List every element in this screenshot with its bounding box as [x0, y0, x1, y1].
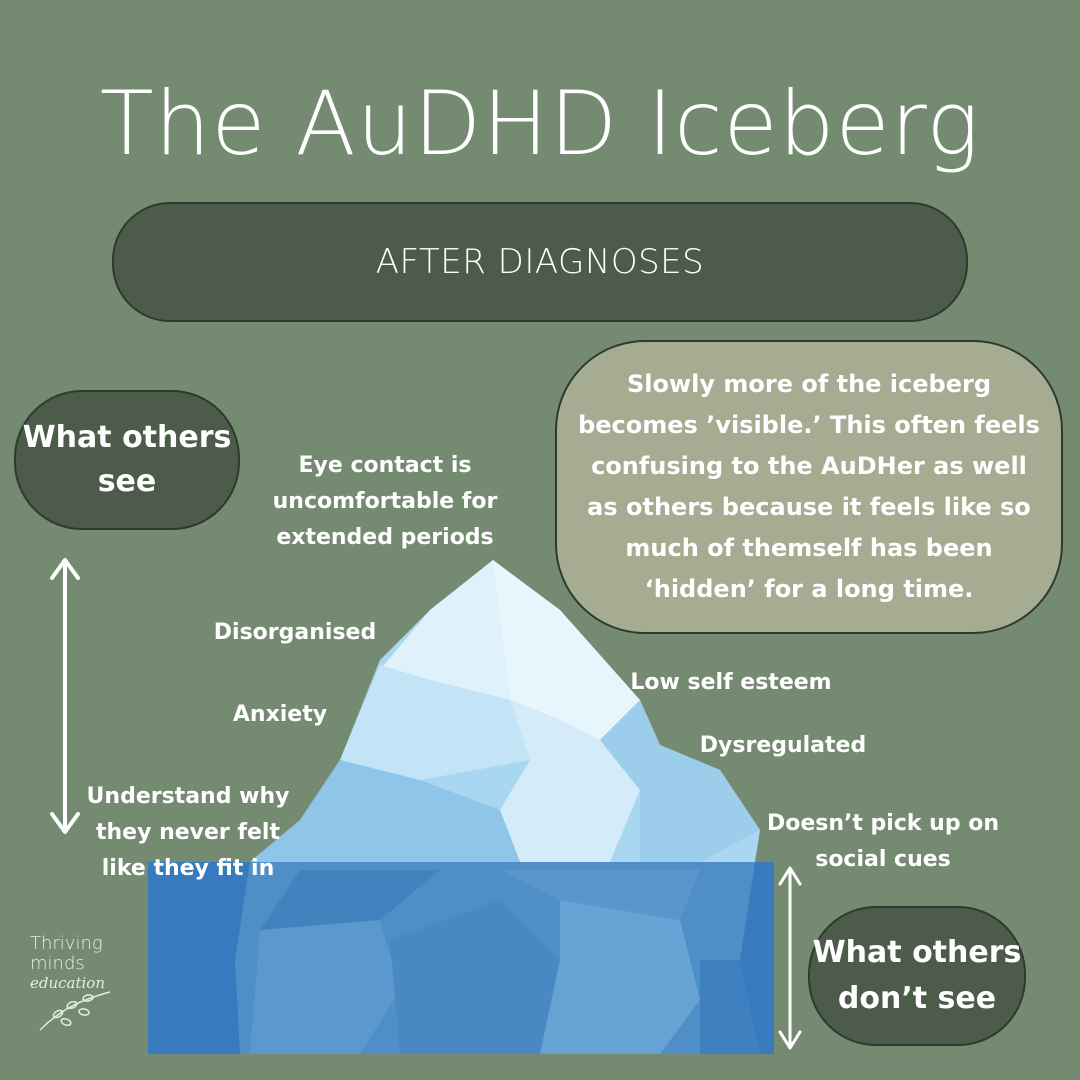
label-disorganised: Disorganised	[213, 620, 377, 645]
brand-logo: Thriving minds education	[30, 933, 130, 993]
label-line: Eye contact is	[298, 453, 472, 478]
above-water-arrow	[50, 558, 80, 834]
what-others-see-line1: What others	[22, 420, 232, 455]
logo-line1: Thriving	[30, 933, 103, 954]
info-callout: Slowly more of the iceberg becomes ’visi…	[555, 340, 1063, 634]
what-others-dont-see-pill: What others don’t see	[808, 906, 1026, 1046]
subtitle-pill: AFTER DIAGNOSES	[112, 202, 968, 322]
info-line: confusing to the AuDHer as well	[591, 452, 1027, 480]
label-line: extended periods	[276, 525, 494, 550]
label-line: Doesn’t pick up on	[766, 811, 1000, 836]
label-line: uncomfortable for	[272, 489, 498, 514]
info-line: as others because it feels like so	[587, 493, 1031, 521]
what-others-see-pill: What others see	[14, 390, 240, 530]
label-low-self-esteem: Low self esteem	[630, 670, 832, 695]
info-line: becomes ’visible.’ This often feels	[578, 411, 1040, 439]
label-anxiety: Anxiety	[232, 702, 328, 727]
iceberg-underwater	[148, 862, 774, 1054]
info-line: much of themself has been	[625, 534, 993, 562]
label-line: Understand why	[86, 784, 290, 809]
subtitle-text: AFTER DIAGNOSES	[375, 242, 705, 282]
iceberg-tip	[250, 560, 760, 862]
logo-line3: education	[30, 974, 105, 992]
label-dysregulated: Dysregulated	[699, 733, 867, 758]
below-water-arrow	[778, 866, 802, 1050]
label-line: social cues	[815, 847, 951, 872]
label-eye-contact: Eye contact is uncomfortable for extende…	[255, 448, 515, 556]
logo-line2: minds	[30, 953, 85, 974]
logo-sprig	[39, 991, 111, 1031]
label-line: they never felt	[95, 820, 280, 845]
page-title: The AuDHD Iceberg	[99, 72, 981, 175]
info-line: Slowly more of the iceberg	[626, 370, 992, 398]
what-others-see-line2: see	[97, 464, 157, 499]
what-others-dont-see-line2: don’t see	[837, 981, 997, 1016]
info-line: ‘hidden’ for a long time.	[644, 575, 974, 603]
what-others-dont-see-line1: What others	[812, 935, 1022, 970]
label-understand: Understand why they never felt like they…	[70, 779, 306, 887]
label-line: like they fit in	[101, 856, 275, 881]
label-social-cues: Doesn’t pick up on social cues	[752, 806, 1014, 878]
